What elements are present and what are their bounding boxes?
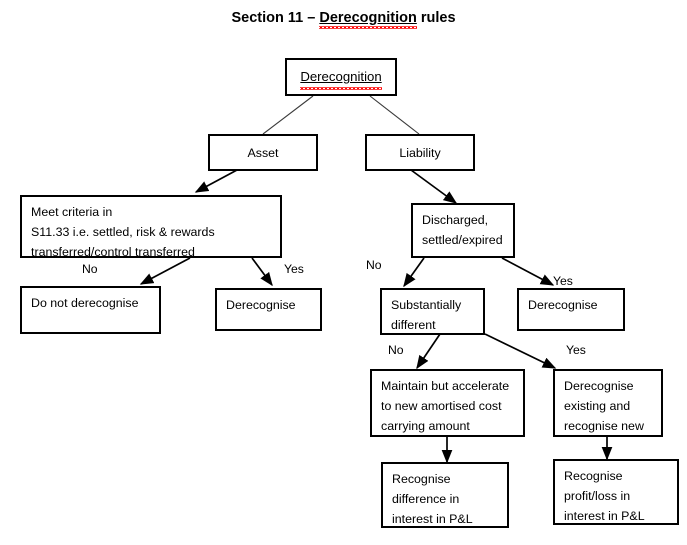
edge-root-asset	[262, 95, 314, 135]
node-substantially-different[interactable]: Substantially different	[380, 288, 485, 335]
node-maintain-accelerate[interactable]: Maintain but accelerate to new amortised…	[370, 369, 525, 437]
node-derecognise-existing-label: Derecognise existing and recognise new	[564, 379, 644, 433]
edge-criteria-derecognise	[251, 257, 273, 287]
node-recognise-profit-loss-label: Recognise profit/loss in interest in P&L	[564, 469, 645, 523]
node-do-not-derecognise-label: Do not derecognise	[31, 296, 139, 310]
node-derecognise-liability[interactable]: Derecognise	[517, 288, 625, 331]
node-derecognition[interactable]: Derecognition	[285, 58, 397, 96]
node-meet-criteria[interactable]: Meet criteria in S11.33 i.e. settled, ri…	[20, 195, 282, 259]
node-recognise-difference-label: Recognise difference in interest in P&L	[392, 472, 473, 526]
edge-label-substantially-no: No	[388, 343, 404, 357]
title-misspelled-word: Derecognition	[319, 10, 418, 29]
node-substantially-different-label: Substantially different	[391, 298, 462, 332]
node-maintain-accelerate-label: Maintain but accelerate to new amortised…	[381, 379, 510, 433]
node-meet-criteria-label: Meet criteria in S11.33 i.e. settled, ri…	[31, 205, 215, 259]
edge-liability-discharged	[410, 169, 458, 204]
edge-label-liability-no: No	[366, 258, 382, 272]
edge-substantially-derecognise-new	[484, 333, 557, 369]
edge-label-substantially-yes: Yes	[566, 343, 586, 357]
node-liability[interactable]: Liability	[365, 134, 475, 171]
title-suffix: rules	[416, 10, 456, 26]
node-liability-label: Liability	[399, 145, 441, 160]
node-do-not-derecognise[interactable]: Do not derecognise	[20, 286, 161, 334]
node-discharged-label: Discharged, settled/expired	[422, 213, 503, 247]
edge-substantially-maintain	[416, 333, 441, 370]
edge-label-liability-yes: Yes	[553, 274, 573, 288]
edge-asset-criteria	[194, 169, 238, 193]
node-recognise-difference[interactable]: Recognise difference in interest in P&L	[381, 462, 509, 528]
node-asset[interactable]: Asset	[208, 134, 318, 171]
title-prefix: Section 11 –	[231, 10, 320, 26]
edge-root-liability	[369, 95, 420, 135]
edge-discharged-substantially	[403, 257, 425, 288]
page-title: Section 11 – Derecognition rules	[0, 10, 687, 29]
node-derecognise-existing-recognise-new[interactable]: Derecognise existing and recognise new	[553, 369, 663, 437]
node-derecognise-liability-label: Derecognise	[528, 298, 598, 312]
node-derecognise-asset[interactable]: Derecognise	[215, 288, 322, 331]
edge-discharged-derecognise	[501, 257, 555, 286]
node-discharged-settled-expired[interactable]: Discharged, settled/expired	[411, 203, 515, 258]
node-derecognition-label: Derecognition	[300, 67, 383, 90]
node-asset-label: Asset	[247, 145, 279, 160]
edge-label-asset-no: No	[82, 262, 98, 276]
node-derecognise-asset-label: Derecognise	[226, 298, 296, 312]
node-recognise-profit-loss[interactable]: Recognise profit/loss in interest in P&L	[553, 459, 679, 525]
edge-criteria-donot	[139, 257, 191, 285]
edge-label-asset-yes: Yes	[284, 262, 304, 276]
